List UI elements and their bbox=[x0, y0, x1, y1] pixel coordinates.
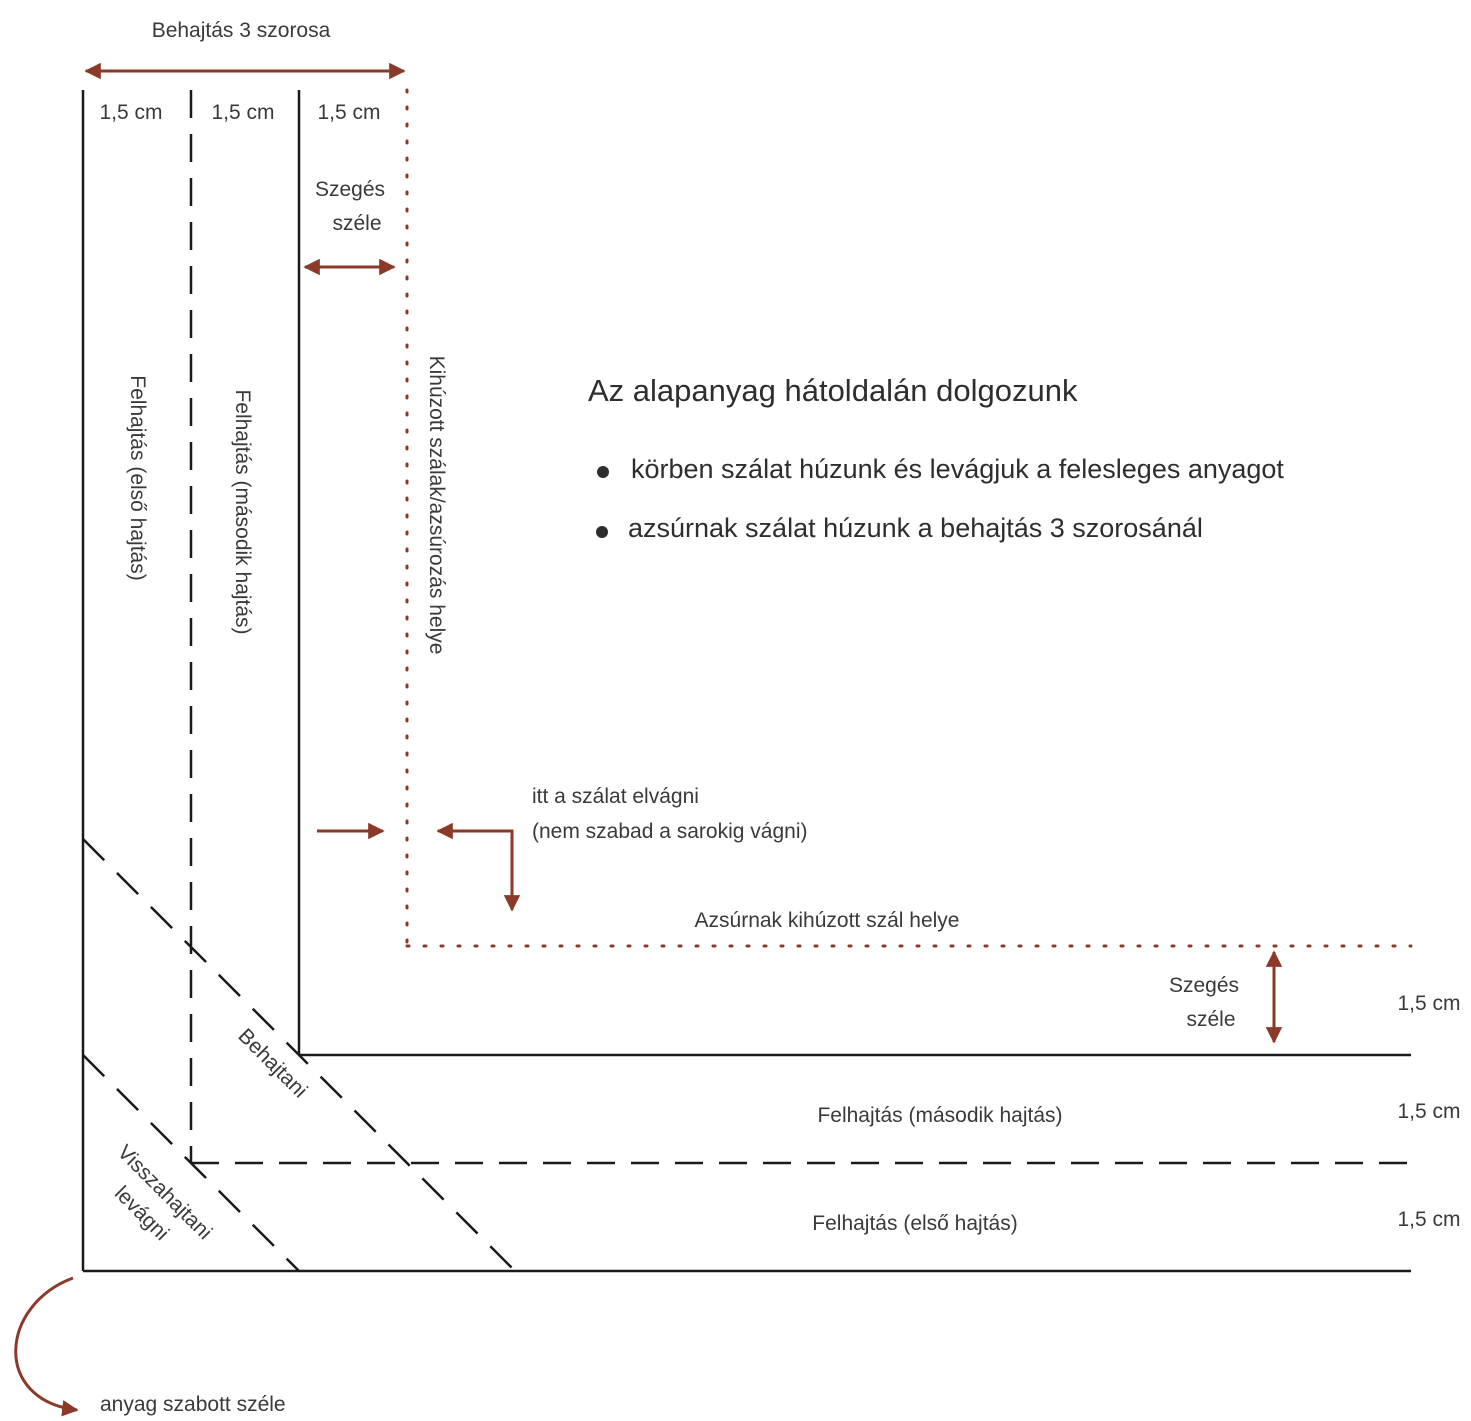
hem-edge-top-label-line2: széle bbox=[332, 212, 381, 235]
fabric-lines bbox=[81, 88, 1413, 1273]
vertical-second-fold-label: Felhajtás (második hajtás) bbox=[231, 389, 254, 634]
triple-fold-label: Behajtás 3 szorosa bbox=[152, 19, 331, 42]
horizontal-first-fold-label: Felhajtás (első hajtás) bbox=[812, 1212, 1017, 1235]
info-heading: Az alapanyag hátoldalán dolgozunk bbox=[588, 373, 1078, 408]
drawn-thread-place-label: Azsúrnak kihúzott szál helye bbox=[695, 909, 960, 932]
hem-edge-top-label-line1: Szegés bbox=[315, 178, 385, 201]
hem-edge-right-label-line1: Szegés bbox=[1169, 974, 1239, 997]
side-width-label-3: 1,5 cm bbox=[1397, 1208, 1460, 1231]
hem-edge-right-label-line2: széle bbox=[1186, 1008, 1235, 1031]
bullet-dot-1 bbox=[597, 466, 609, 478]
raw-edge-curved-arrow bbox=[14, 1276, 79, 1417]
vertical-first-fold-label: Felhajtás (első hajtás) bbox=[126, 375, 149, 580]
raw-edge-label: anyag szabott széle bbox=[100, 1393, 286, 1416]
column-width-label-2: 1,5 cm bbox=[211, 101, 274, 124]
column-width-label-1: 1,5 cm bbox=[99, 101, 162, 124]
cut-arrow-right bbox=[436, 822, 521, 912]
cut-note-line2: (nem szabad a sarokig vágni) bbox=[532, 820, 807, 843]
horizontal-second-fold-label: Felhajtás (második hajtás) bbox=[817, 1104, 1062, 1127]
diagonal-cut-line bbox=[82, 1054, 300, 1272]
arrows bbox=[14, 62, 1283, 1417]
cut-note-line1: itt a szálat elvágni bbox=[532, 785, 699, 808]
info-bullet-2: azsúrnak szálat húzunk a behajtás 3 szor… bbox=[628, 513, 1203, 543]
vertical-drawn-threads-label: Kihúzott szálak/azsúrozás helye bbox=[425, 356, 448, 655]
side-width-label-2: 1,5 cm bbox=[1397, 1100, 1460, 1123]
info-bullet-1: körben szálat húzunk és levágjuk a feles… bbox=[631, 454, 1284, 484]
bullet-dot-2 bbox=[596, 526, 608, 538]
side-width-label-1: 1,5 cm bbox=[1397, 992, 1460, 1015]
column-width-label-3: 1,5 cm bbox=[317, 101, 380, 124]
diagonal-fold-in-line bbox=[82, 838, 516, 1272]
